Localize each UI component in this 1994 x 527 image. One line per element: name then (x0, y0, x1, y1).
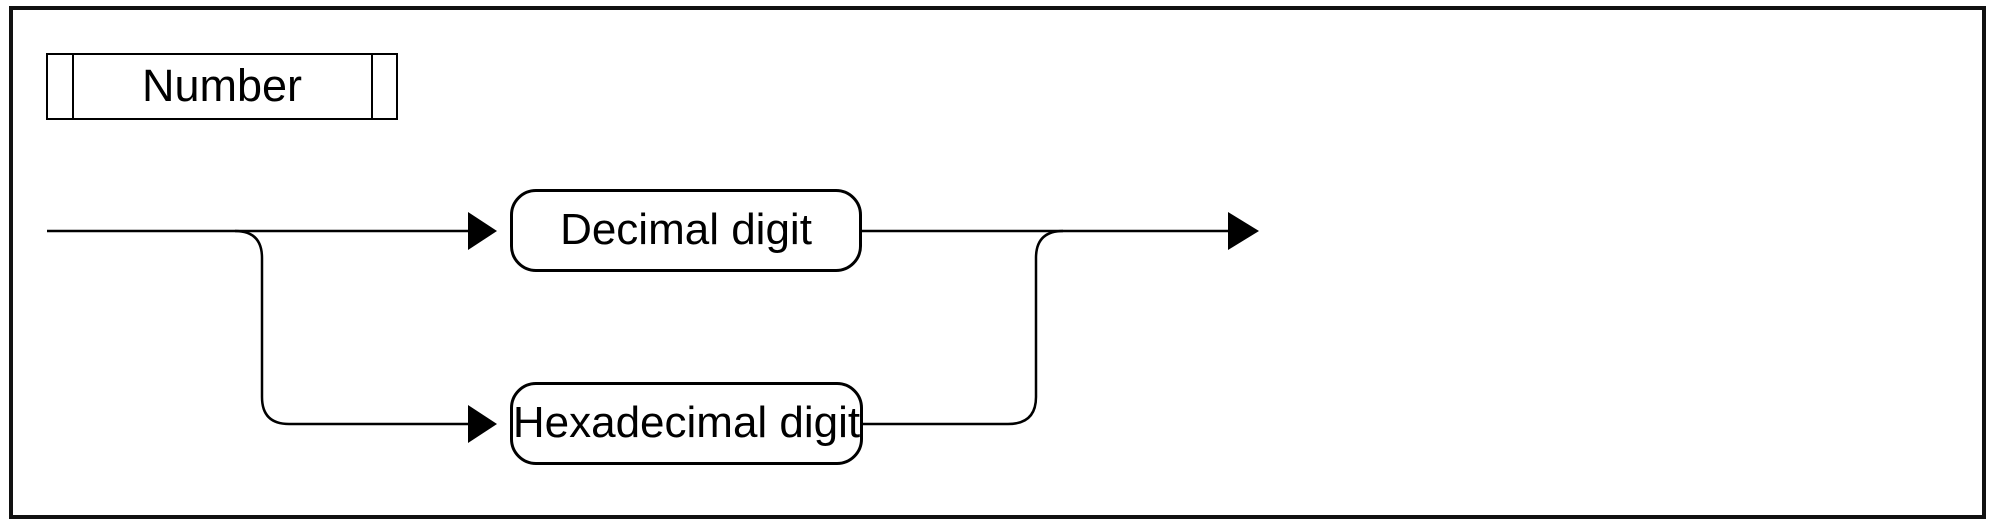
diagram-border (9, 6, 1986, 519)
node-decimal-digit-label: Decimal digit (560, 204, 812, 254)
branch-down-line (234, 229, 468, 426)
node-hexadecimal-digit-label: Hexadecimal digit (512, 397, 861, 447)
decimal-arrowhead-icon (468, 212, 497, 250)
hex-merge-line (863, 229, 1064, 426)
title-box-right-divider (371, 55, 373, 118)
rule-title: Number (141, 60, 303, 111)
end-arrowhead-icon (1228, 212, 1259, 250)
title-box-left-divider (72, 55, 74, 118)
node-decimal-digit: Decimal digit (510, 189, 862, 272)
rule-title-box: Number (46, 53, 398, 120)
hexadecimal-arrowhead-icon (468, 405, 497, 443)
node-hexadecimal-digit: Hexadecimal digit (510, 382, 863, 465)
